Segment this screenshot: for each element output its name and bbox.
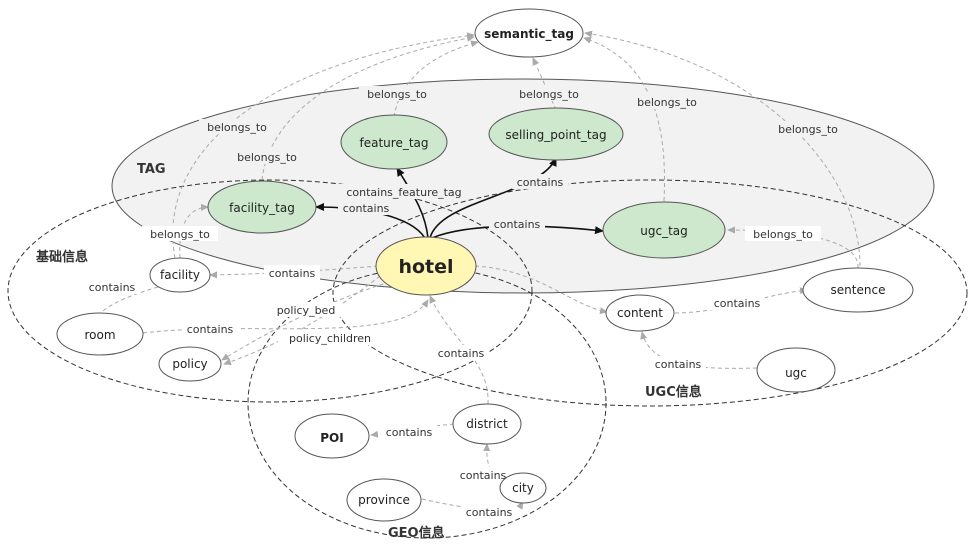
node-label-facility: facility	[160, 268, 200, 282]
node-policy[interactable]	[158, 346, 222, 382]
group-label-basic-info: 基础信息	[35, 249, 88, 265]
group-label-tag: TAG	[137, 162, 166, 177]
edge-facility-contains-room	[99, 286, 159, 315]
node-label-district: district	[466, 417, 508, 431]
group-label-geo-info: GEO信息	[388, 525, 445, 541]
node-label-city: city	[512, 481, 534, 495]
edge-label-district-contains-hotel: contains	[438, 347, 485, 360]
edge-label-facility-belongs-to-facility-tag: belongs_to	[150, 228, 210, 241]
edge-label-sentence-belongs-to-ugc-tag: belongs_to	[753, 228, 813, 241]
node-label-hotel: hotel	[398, 256, 453, 278]
edge-label-hotel-contains-facility: contains	[269, 267, 316, 280]
edge-label-facility-contains-room: contains	[89, 281, 136, 294]
edge-selling-point-tag-belongs-to-semantic-tag	[532, 57, 557, 111]
edge-label-facility-belongs-to: belongs_to	[207, 121, 267, 134]
edge-label-selling-point-tag-belongs-to: belongs_to	[519, 88, 579, 101]
group-label-ugc-info: UGC信息	[645, 384, 702, 400]
node-city[interactable]	[499, 472, 547, 504]
edge-label-contains-facility-tag: contains	[343, 202, 390, 215]
node-label-ugc: ugc	[785, 366, 807, 380]
edge-hotel-contains-content	[474, 265, 608, 315]
edge-label-city-contains-district: contains	[460, 469, 507, 482]
node-label-province: province	[358, 493, 410, 507]
node-province[interactable]	[346, 478, 422, 522]
edge-label-facility-tag-belongs-to: belongs_to	[237, 151, 297, 164]
node-label-sentence: sentence	[831, 283, 886, 297]
edge-content-contains-sentence	[674, 287, 808, 314]
ugc-info-group-region	[332, 179, 968, 407]
node-label-content: content	[617, 306, 663, 320]
node-label-policy: policy	[172, 357, 207, 371]
node-label-poi: POI	[320, 431, 343, 445]
node-label-ugc-tag: ugc_tag	[640, 224, 688, 238]
node-district[interactable]	[452, 403, 522, 445]
node-feature-tag[interactable]	[340, 114, 448, 170]
node-label-facility-tag: facility_tag	[229, 201, 295, 215]
edge-hotel-policy-bed	[221, 281, 391, 361]
node-label-feature-tag: feature_tag	[360, 136, 429, 150]
node-facility-tag[interactable]	[207, 180, 317, 234]
node-ugc[interactable]	[756, 347, 836, 393]
edge-label-province-contains-city: contains	[466, 506, 513, 519]
node-selling-point-tag[interactable]	[488, 107, 624, 161]
node-sentence[interactable]	[802, 267, 914, 313]
edge-label-policy-children: policy_children	[289, 332, 371, 345]
edge-label-policy-bed: policy_bed	[277, 304, 336, 317]
node-label-selling-point-tag: selling_point_tag	[505, 128, 606, 142]
edge-hotel-policy-children	[223, 275, 381, 366]
edge-facility-belongs-to-facility-tag	[179, 203, 209, 259]
edge-label-contains-selling-point-tag: contains	[517, 176, 564, 189]
node-facility[interactable]	[149, 257, 211, 293]
node-label-semantic-tag: semantic_tag	[484, 27, 574, 42]
basic-info-group-region	[7, 179, 533, 403]
edge-hotel-contains-feature-tag	[396, 167, 429, 239]
edge-label-contains-ugc-tag: contains	[494, 218, 541, 231]
edge-label-ugc-contains-content: contains	[655, 358, 702, 371]
node-label-room: room	[84, 328, 115, 342]
node-poi[interactable]	[294, 413, 370, 459]
edge-label-sentence-belongs-to-semantic: belongs_to	[778, 123, 838, 136]
edge-label-district-contains-poi: contains	[386, 426, 433, 439]
geo-info-group-region	[247, 267, 607, 539]
node-hotel[interactable]	[375, 236, 477, 296]
edge-facility-belongs-to-semantic-tag	[172, 32, 475, 259]
node-semantic-tag[interactable]	[474, 8, 584, 58]
edge-label-content-contains-sentence: contains	[714, 297, 761, 310]
node-room[interactable]	[56, 312, 144, 356]
edge-label-contains-feature-tag: contains_feature_tag	[346, 186, 461, 199]
edge-label-ugc-tag-belongs-to: belongs_to	[637, 96, 697, 109]
node-ugc-tag[interactable]	[602, 201, 726, 259]
edge-facility-tag-belongs-to-semantic-tag	[261, 34, 475, 181]
edge-label-room-contains: contains	[187, 323, 234, 336]
edge-label-feature-tag-belongs-to: belongs_to	[367, 88, 427, 101]
edge-hotel-contains-selling-point-tag	[429, 157, 557, 239]
node-content[interactable]	[605, 294, 675, 332]
